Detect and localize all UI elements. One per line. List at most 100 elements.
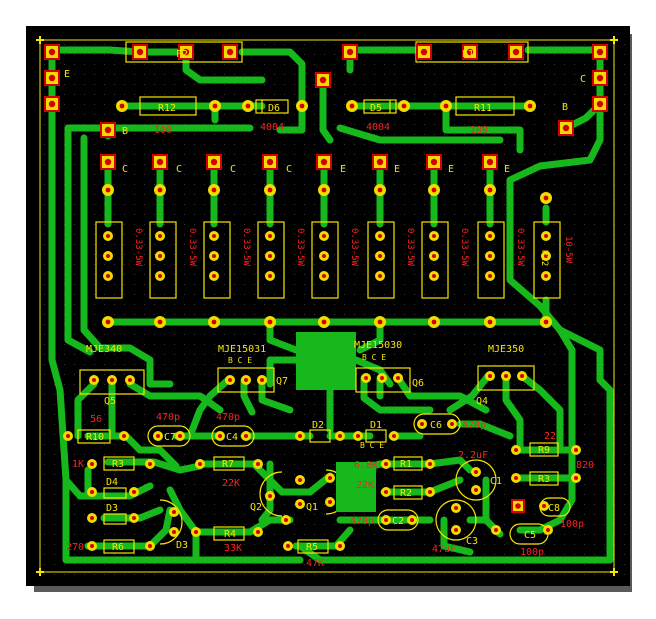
label-pin-C-1: C <box>122 164 128 175</box>
pad-hole <box>488 234 492 238</box>
pad-hole <box>110 378 114 382</box>
pad-hole <box>428 462 432 466</box>
label-R5-value: 47K <box>306 558 324 569</box>
pad-hole <box>266 158 274 166</box>
pad-hole <box>194 530 198 534</box>
label-R033-4: 0.33-5W <box>295 228 305 267</box>
pad-hole <box>90 490 94 494</box>
pad-hole <box>228 378 232 382</box>
pad-hole <box>488 254 492 258</box>
pad-hole <box>48 48 56 56</box>
label-D5: D5 <box>370 103 382 114</box>
pad-hole <box>106 274 110 278</box>
pad-hole <box>488 374 492 378</box>
label-R6-value: 270 <box>66 542 84 553</box>
pad-hole <box>90 516 94 520</box>
label-C2: C2 <box>392 516 404 527</box>
pad-hole <box>198 462 202 466</box>
label-R22: R22 <box>539 250 549 266</box>
label-1K: 1K <box>72 459 84 470</box>
label-C2-value: 470p <box>350 516 374 527</box>
pad-hole <box>494 528 498 532</box>
label-pin-B-right: B <box>562 102 568 113</box>
label-C8: C8 <box>548 503 560 514</box>
pad-hole <box>158 254 162 258</box>
label-R033-5: 0.33-5W <box>349 228 359 267</box>
pad-hole <box>268 494 272 498</box>
pad-hole <box>574 448 578 452</box>
pad-hole <box>574 476 578 480</box>
pad-hole <box>328 476 332 480</box>
label-R033-8: 0.33-5W <box>515 228 525 267</box>
pad-hole <box>260 378 264 382</box>
label-D6: D6 <box>268 103 280 114</box>
pad-hole <box>527 103 533 109</box>
pad-hole <box>299 103 305 109</box>
label-R033-7: 0.33-5W <box>459 228 469 267</box>
pad-hole <box>338 434 342 438</box>
label-pin-E-3: E <box>448 164 454 175</box>
label-R10-value: 56 <box>90 414 102 425</box>
pad-hole <box>596 100 604 108</box>
pad-hole <box>474 488 478 492</box>
pad-hole <box>544 254 548 258</box>
pad-hole <box>396 376 400 380</box>
label-C5: C5 <box>524 530 536 541</box>
pad-hole <box>267 319 273 325</box>
label-pin-B-left: B <box>122 126 128 137</box>
pad-hole <box>132 516 136 520</box>
pad-hole <box>268 234 272 238</box>
pad-hole <box>267 187 273 193</box>
pad-hole <box>515 503 521 509</box>
label-R033-6: 0.33-5W <box>405 228 415 267</box>
pad-hole <box>466 48 474 56</box>
pad-hole <box>226 48 234 56</box>
pad-hole <box>298 502 302 506</box>
label-R033-2: 0.33-5W <box>187 228 197 267</box>
label-R9-value: 22 <box>544 431 556 442</box>
pad-hole <box>286 544 290 548</box>
silkscreen <box>77 41 571 554</box>
pad-hole <box>104 126 112 134</box>
label-R3-right-value: 820 <box>576 460 594 471</box>
label-C3: C3 <box>466 536 478 547</box>
label-C4-value: 470p <box>216 412 240 423</box>
pad-hole <box>346 48 354 56</box>
pad-hole <box>172 510 176 514</box>
label-R6: R6 <box>112 542 124 553</box>
label-R12: R12 <box>158 103 176 114</box>
pad-hole <box>136 48 144 56</box>
pad-hole <box>212 103 218 109</box>
pad-hole <box>148 544 152 548</box>
pad-hole <box>432 234 436 238</box>
pad-hole <box>562 124 570 132</box>
pad-hole <box>211 187 217 193</box>
label-Q4: Q4 <box>476 396 488 407</box>
label-Q7: Q7 <box>276 376 288 387</box>
pad-hole <box>384 490 388 494</box>
pad-hole <box>349 103 355 109</box>
pad-hole <box>443 103 449 109</box>
label-layer: F2 F1 R12 100 R11 100 D6 4004 D5 4004 E … <box>64 49 594 569</box>
pad-hole <box>90 544 94 548</box>
pad-hole <box>245 103 251 109</box>
pad-hole <box>158 234 162 238</box>
pad-hole <box>420 48 428 56</box>
label-R2-value: 22K <box>356 480 374 491</box>
pad-hole <box>182 48 190 56</box>
pad-hole <box>486 158 494 166</box>
label-R033-3: 0.33-5W <box>241 228 251 267</box>
label-F2: F2 <box>176 49 188 60</box>
pad-hole <box>211 319 217 325</box>
pad-hole <box>420 422 424 426</box>
pad-hole <box>377 319 383 325</box>
pad-hole <box>322 254 326 258</box>
pad-hole <box>322 234 326 238</box>
pad-hole <box>544 274 548 278</box>
pad-hole <box>454 528 458 532</box>
label-R4: R4 <box>224 529 236 540</box>
label-C4: C4 <box>226 432 238 443</box>
label-Q6-part: MJE15030 <box>354 340 402 351</box>
label-F1: F1 <box>462 49 474 60</box>
label-D3: D3 <box>106 503 118 514</box>
